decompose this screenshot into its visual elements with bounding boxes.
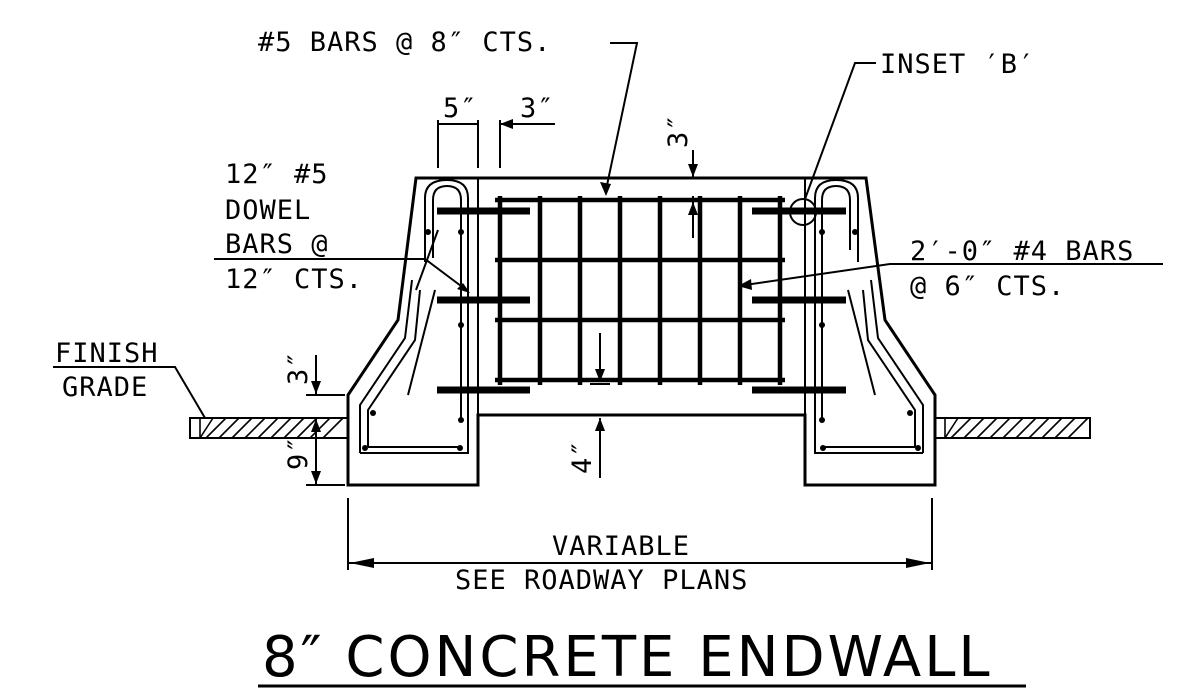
dimensions <box>306 119 933 570</box>
label-inset-b: INSET ′B′ <box>880 49 1035 80</box>
left-lower-stirrup-inner <box>367 289 458 448</box>
label-dim-9in: 9″ <box>283 435 314 470</box>
label-dowel-3: BARS @ <box>225 229 329 260</box>
leaders <box>53 42 1163 419</box>
dowel-bars-right <box>752 207 846 394</box>
label-dim-3in-right: 3″ <box>663 113 694 148</box>
right-lower-stirrup <box>814 279 924 454</box>
finish-grade-right <box>934 417 1091 439</box>
finish-grade-left <box>189 417 349 439</box>
label-see-roadway: SEE ROADWAY PLANS <box>455 565 748 596</box>
label-finish: FINISH <box>55 338 159 369</box>
label-dim-5in: 5″ <box>443 93 478 124</box>
label-dim-3in-top: 3″ <box>520 93 555 124</box>
label-dowel-2: DOWEL <box>225 195 311 226</box>
bar-section-dots <box>362 229 921 451</box>
label-variable: VARIABLE <box>552 531 690 562</box>
left-upper-stirrup <box>432 184 462 420</box>
right-upper-stirrup-inner <box>814 178 859 426</box>
left-lower-stirrup <box>359 279 469 454</box>
reinforcing-grid <box>495 196 785 385</box>
label-grade: GRADE <box>62 372 148 403</box>
label-dowel-1: 12″ #5 <box>225 159 329 190</box>
label-dowel-4: 12″ CTS. <box>225 264 363 295</box>
left-hook-bar <box>407 289 436 396</box>
label-dim-3in-left: 3″ <box>283 350 314 385</box>
label-bars4-1: 2′-0″ #4 BARS <box>910 236 1134 267</box>
right-lower-stirrup-inner <box>825 289 916 448</box>
left-upper-stirrup-inner <box>424 178 469 426</box>
right-hook-bar <box>847 289 876 396</box>
right-upper-stirrup <box>821 184 851 420</box>
label-dim-4in: 4″ <box>567 439 598 474</box>
inset-b-circle <box>789 198 817 226</box>
dowel-bars-left <box>437 207 530 394</box>
drawing-title: 8″ CONCRETE ENDWALL <box>262 625 993 690</box>
label-bars4-2: @ 6″ CTS. <box>910 271 1065 302</box>
endwall-outline <box>346 176 937 487</box>
label-top-bars: #5 BARS @ 8″ CTS. <box>258 27 551 58</box>
